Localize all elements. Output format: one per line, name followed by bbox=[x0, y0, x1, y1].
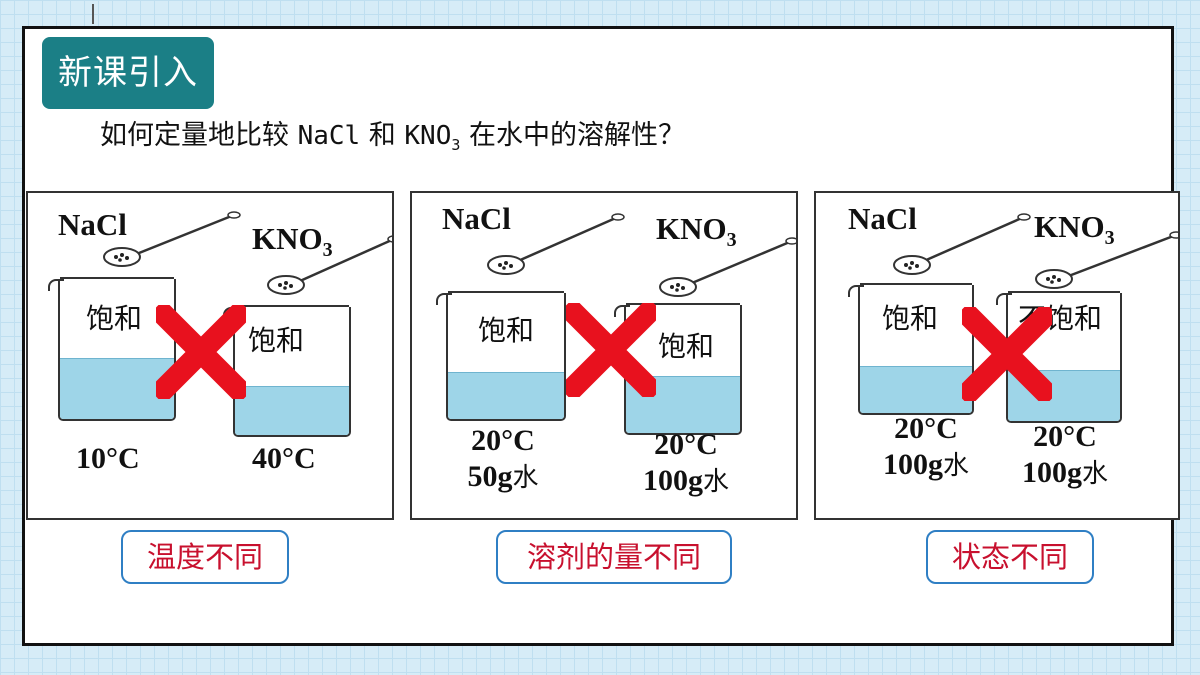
condition-right-water: 100g水 bbox=[1004, 455, 1126, 492]
kno3-label: KNO3 bbox=[1034, 209, 1115, 250]
question-nacl: NaCl bbox=[297, 121, 361, 151]
water-level bbox=[60, 358, 174, 419]
condition-left: 20°C 100g水 bbox=[862, 411, 990, 484]
question-and: 和 bbox=[360, 120, 405, 151]
comparison-panel-state: NaCl KNO3 饱和 不饱和 20°C 100g水 20°C 100g水 bbox=[814, 191, 1180, 520]
condition-left-temp: 20°C bbox=[471, 424, 535, 457]
condition-right: 20°C 100g水 bbox=[1004, 419, 1126, 492]
cross-mark-icon bbox=[962, 307, 1052, 401]
water-level bbox=[448, 372, 564, 419]
beaker-right bbox=[223, 305, 351, 437]
water-level bbox=[860, 366, 972, 413]
spoon-icon bbox=[267, 235, 392, 295]
condition-right-temp: 20°C bbox=[654, 428, 718, 461]
reason-temperature-label: 温度不同 bbox=[121, 530, 289, 584]
beaker-left bbox=[848, 283, 974, 415]
kno3-label: KNO3 bbox=[656, 211, 737, 252]
water-amount: 100g bbox=[882, 448, 943, 481]
condition-right-water: 100g水 bbox=[624, 463, 748, 500]
state-label-left: 饱和 bbox=[882, 302, 939, 335]
water-amount: 100g bbox=[642, 464, 703, 497]
condition-left-water: 100g水 bbox=[862, 447, 990, 484]
beaker-left bbox=[436, 291, 566, 421]
spoon-icon bbox=[103, 211, 241, 267]
section-badge: 新课引入 bbox=[42, 37, 214, 109]
water-level bbox=[235, 386, 349, 435]
question-text: 如何定量地比较 NaCl 和 KNO3 在水中的溶解性？ bbox=[100, 113, 685, 154]
state-label-left: 饱和 bbox=[86, 302, 143, 335]
kno3-label-sub: 3 bbox=[726, 229, 737, 252]
top-marker bbox=[92, 4, 94, 24]
condition-right: 40°C bbox=[252, 442, 316, 475]
question-prefix: 如何定量地比较 bbox=[100, 120, 298, 151]
nacl-label: NaCl bbox=[848, 201, 917, 236]
water-unit: 水 bbox=[702, 467, 729, 497]
spoon-icon bbox=[893, 213, 1031, 275]
cross-mark-icon bbox=[566, 303, 656, 397]
kno3-label-sub: 3 bbox=[1104, 227, 1115, 250]
condition-left: 10°C bbox=[76, 442, 140, 475]
reason-solvent-label: 溶剂的量不同 bbox=[496, 530, 732, 584]
nacl-label: NaCl bbox=[58, 207, 127, 242]
cross-mark-icon bbox=[156, 305, 246, 399]
condition-right-temp: 20°C bbox=[1033, 420, 1097, 453]
kno3-label-main: KNO bbox=[1034, 209, 1105, 244]
state-label-left: 饱和 bbox=[478, 314, 535, 347]
state-label-right: 饱和 bbox=[248, 324, 305, 357]
spoon-icon bbox=[659, 237, 796, 297]
water-unit: 水 bbox=[942, 451, 969, 481]
question-kno3: KNO3 bbox=[404, 121, 461, 155]
state-label-right: 饱和 bbox=[658, 330, 715, 363]
condition-left-temp: 20°C bbox=[894, 412, 958, 445]
spoon-icon bbox=[487, 213, 625, 275]
question-suffix: 在水中的溶解性？ bbox=[460, 120, 685, 151]
kno3-label-main: KNO bbox=[656, 211, 727, 246]
kno3-label-sub: 3 bbox=[322, 239, 333, 262]
water-amount: 50g bbox=[467, 460, 513, 493]
comparison-panel-solvent: NaCl KNO3 饱和 饱和 20°C 50g水 20°C 100g水 bbox=[410, 191, 798, 520]
reason-state-label: 状态不同 bbox=[926, 530, 1094, 584]
water-unit: 水 bbox=[512, 463, 539, 493]
kno3-label-main: KNO bbox=[252, 221, 323, 256]
spoon-icon bbox=[1035, 231, 1178, 289]
condition-left: 20°C 50g水 bbox=[448, 423, 558, 496]
nacl-label: NaCl bbox=[442, 201, 511, 236]
question-kno: KNO bbox=[404, 121, 452, 151]
kno3-label: KNO3 bbox=[252, 221, 333, 262]
question-kno-sub: 3 bbox=[451, 136, 461, 155]
condition-right: 20°C 100g水 bbox=[624, 427, 748, 500]
beaker-left bbox=[48, 277, 176, 421]
water-amount: 100g bbox=[1021, 456, 1082, 489]
water-unit: 水 bbox=[1081, 459, 1108, 489]
comparison-panel-temperature: NaCl KNO3 饱和 饱和 10°C 40°C bbox=[26, 191, 394, 520]
condition-left-water: 50g水 bbox=[448, 459, 558, 496]
